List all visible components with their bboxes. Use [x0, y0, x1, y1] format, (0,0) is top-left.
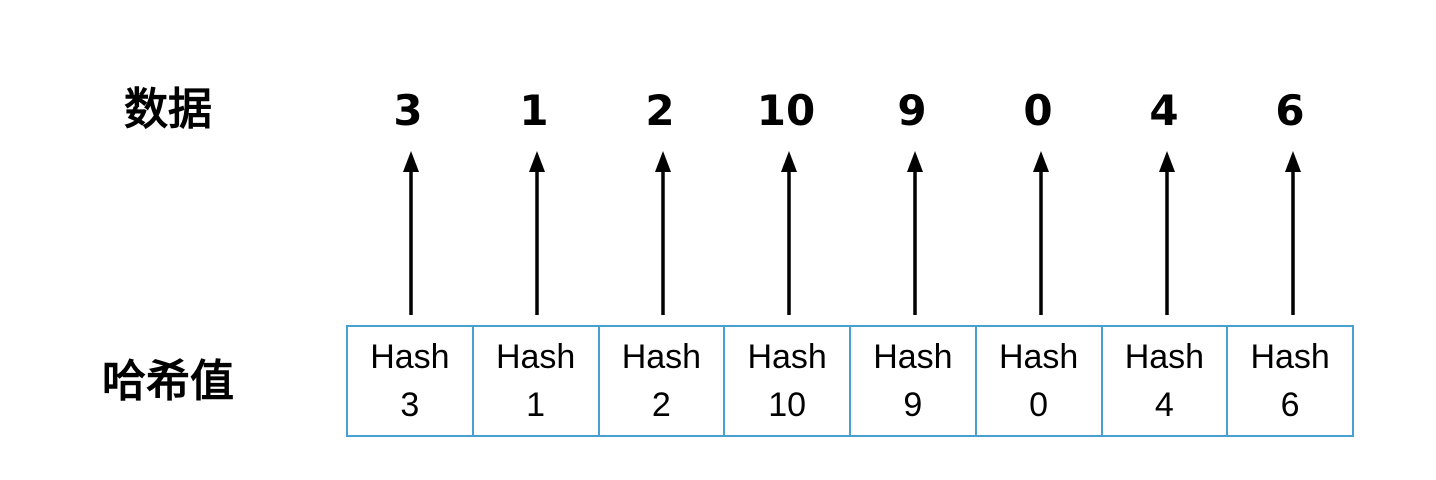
hash-cell-value: 9 — [903, 386, 923, 424]
hash-cell-value: 10 — [768, 386, 807, 424]
hash-cell-label: Hash — [873, 338, 953, 376]
hash-cell-label: Hash — [1250, 338, 1330, 376]
hash-cell: Hash 4 — [1100, 327, 1227, 435]
arrow-head — [781, 151, 797, 172]
data-value: 4 — [1149, 86, 1179, 135]
hash-cell-label: Hash — [495, 338, 576, 376]
data-value: 6 — [1275, 86, 1305, 135]
hash-row-label: 哈希值 — [102, 356, 234, 407]
arrow-head — [1285, 151, 1301, 172]
arrow-head — [403, 151, 419, 172]
hash-table: Hash 3 Hash 1 Hash 2 Hash 10 Hash 9 Hash… — [346, 325, 1354, 437]
hash-cell-value: 6 — [1280, 386, 1300, 424]
hash-cell-value: 3 — [400, 386, 420, 424]
arrow-head — [907, 151, 923, 172]
arrow-head — [655, 151, 671, 172]
hash-cell-label: Hash — [370, 338, 450, 376]
arrow-head — [529, 151, 545, 172]
hash-cell-value: 1 — [526, 386, 546, 424]
hash-cell-label: Hash — [1124, 338, 1205, 376]
hash-cell-label: Hash — [621, 338, 702, 376]
hash-cell-value: 0 — [1029, 386, 1049, 424]
data-row-label: 数据 — [124, 84, 212, 135]
hash-cell-label: Hash — [747, 338, 827, 376]
hash-cell: Hash 10 — [723, 327, 849, 435]
data-value: 0 — [1023, 86, 1053, 135]
hash-cell-label: Hash — [998, 338, 1079, 376]
hash-cell: Hash 6 — [1226, 327, 1352, 435]
hash-cell: Hash 3 — [348, 327, 472, 435]
data-value: 1 — [519, 86, 549, 135]
hash-cell: Hash 0 — [974, 327, 1101, 435]
data-value: 3 — [393, 86, 423, 135]
hash-cell: Hash 2 — [597, 327, 724, 435]
arrow-head — [1159, 151, 1175, 172]
hash-cell-value: 4 — [1154, 386, 1174, 424]
hash-cell: Hash 1 — [471, 327, 598, 435]
data-value: 2 — [645, 86, 675, 135]
data-value: 9 — [897, 86, 927, 135]
arrow-head — [1033, 151, 1049, 172]
data-value: 10 — [756, 86, 816, 135]
hash-cell-value: 2 — [651, 386, 671, 424]
hash-cell: Hash 9 — [849, 327, 975, 435]
